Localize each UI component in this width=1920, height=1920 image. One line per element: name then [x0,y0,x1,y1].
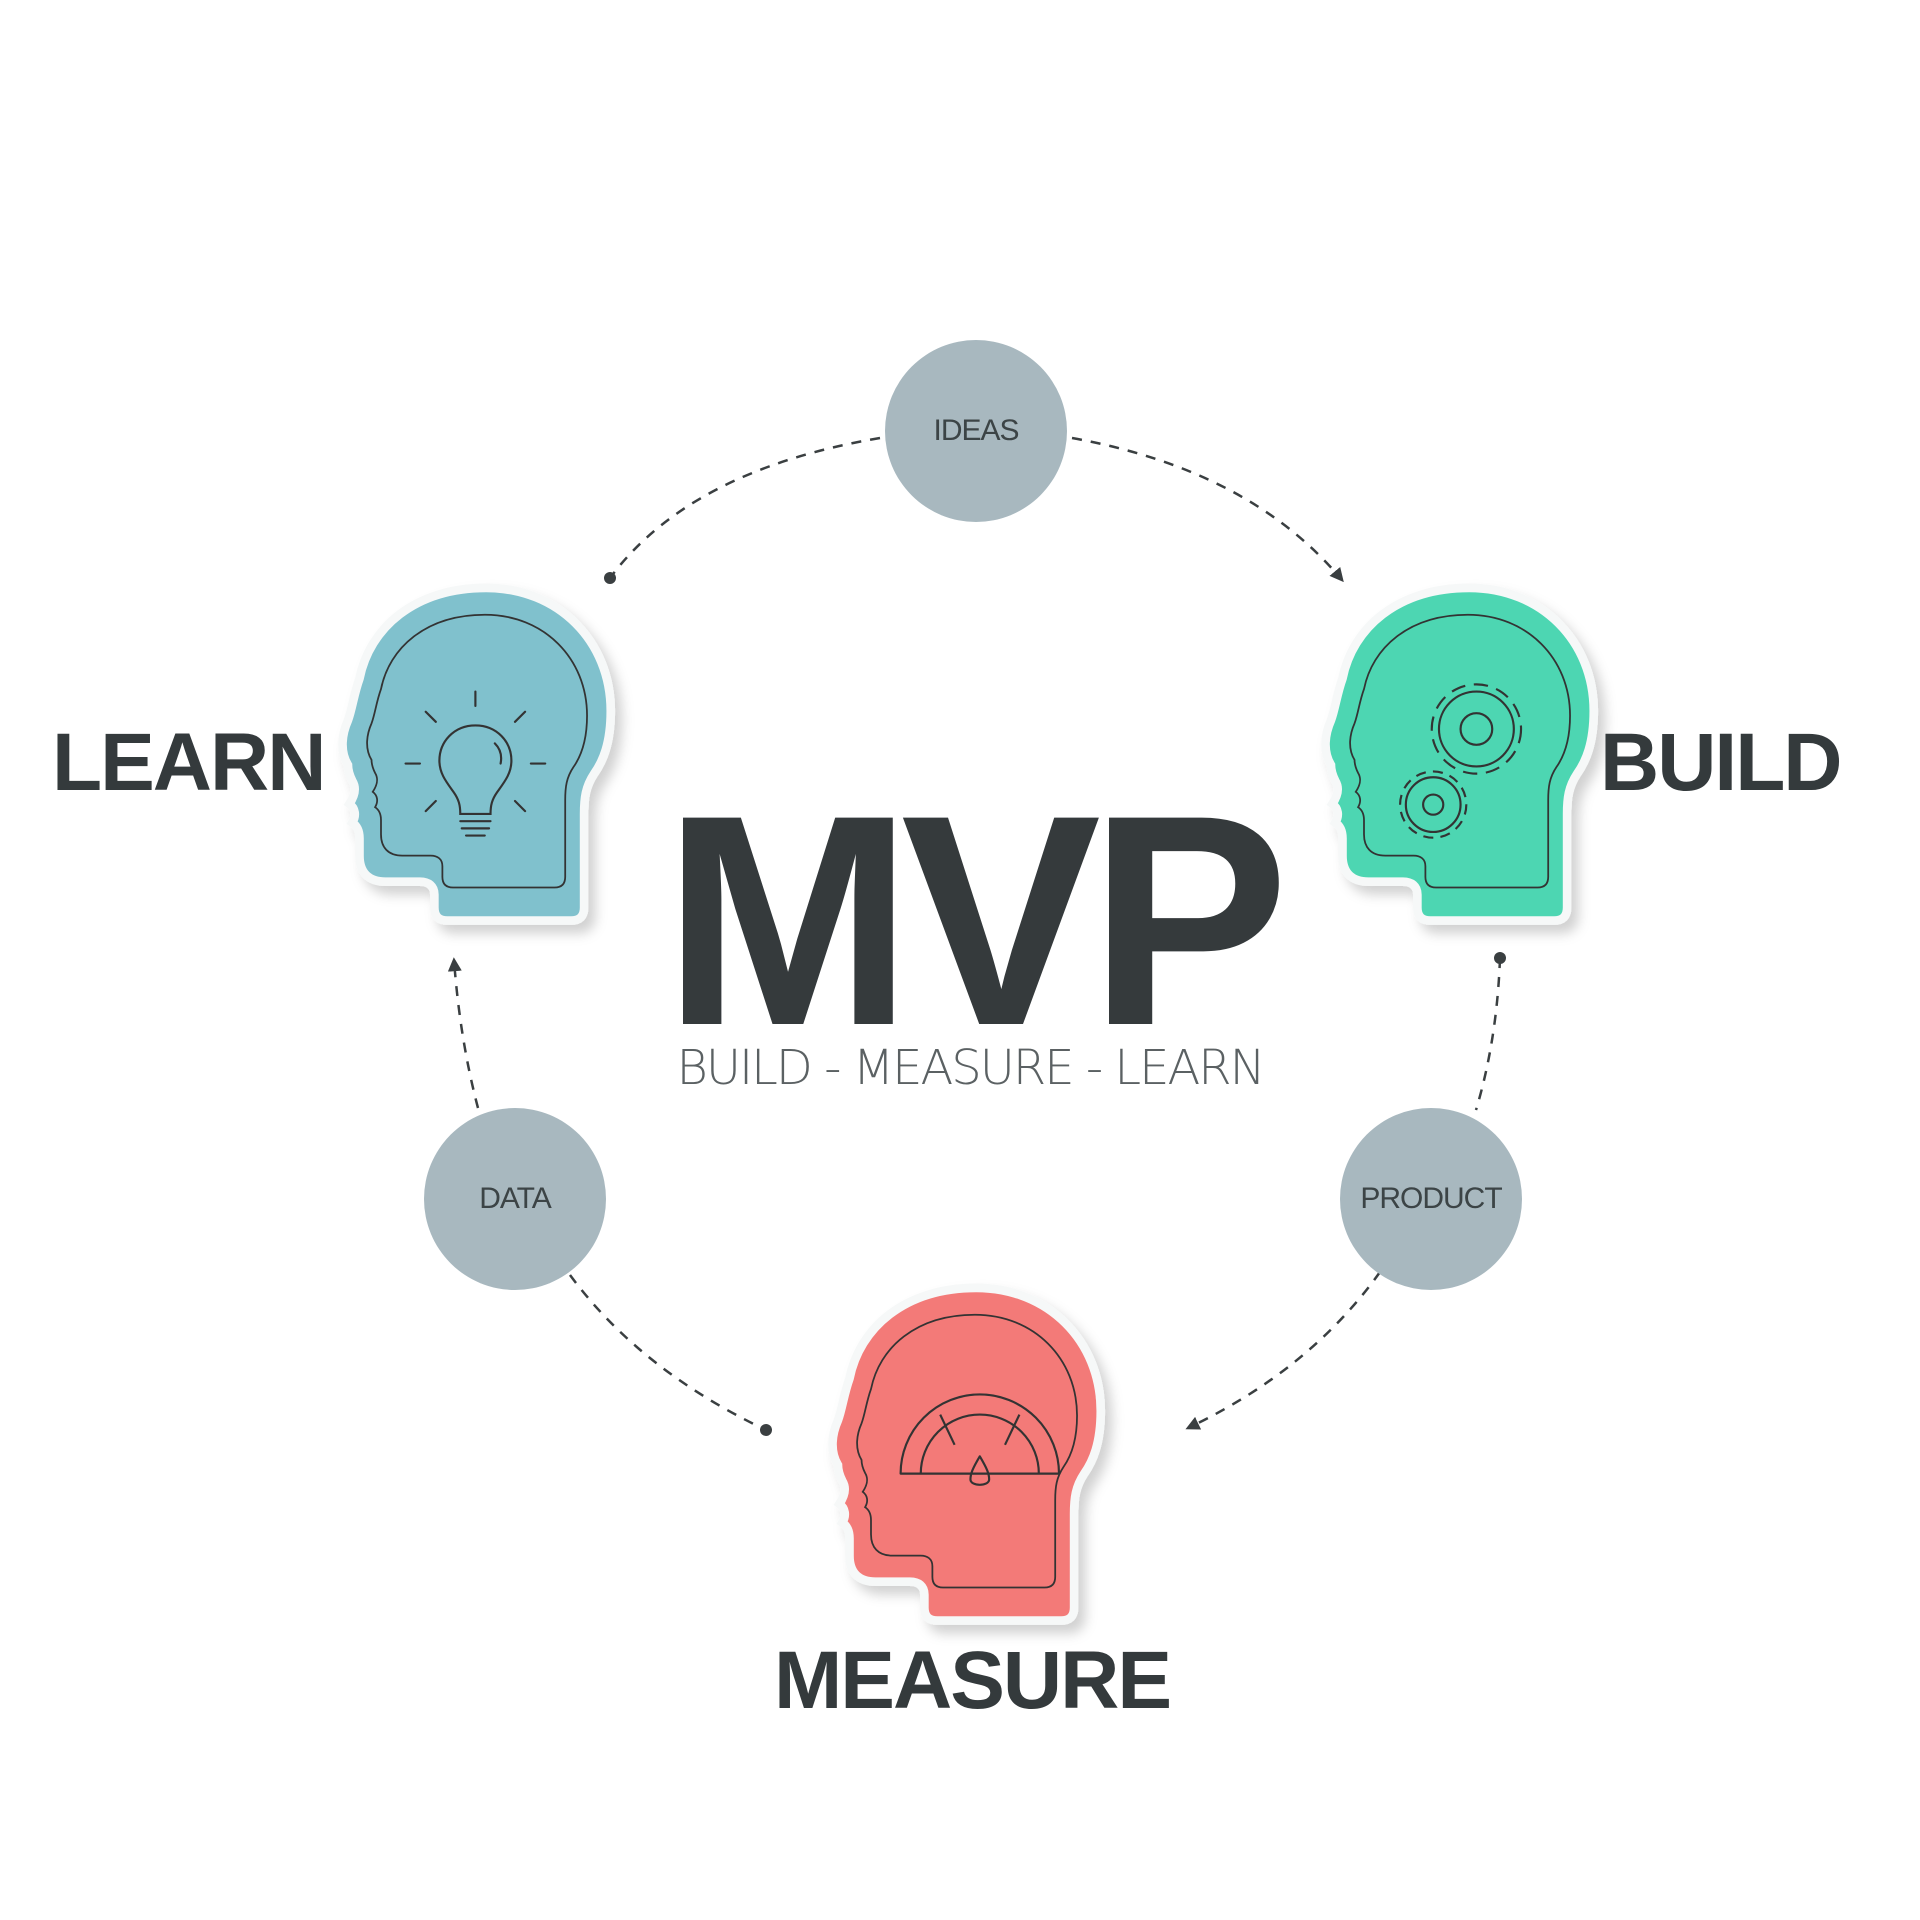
build-head [1326,588,1594,921]
arrow-start-dot [1494,952,1506,964]
learn-head [343,588,611,921]
arrow-start-dot [760,1424,772,1436]
measure-label: MEASURE [774,1635,1172,1726]
ideas-bubble: IDEAS [885,340,1067,522]
arrow-data-to-measure [568,1274,767,1432]
data-bubble: DATA [424,1108,606,1290]
gauge-icon [899,1393,1061,1486]
arrow-ideas-to-build [1071,436,1344,583]
ideas-label: IDEAS [933,414,1019,447]
mvp-title: MVP [662,752,1289,1088]
product-label: PRODUCT [1360,1182,1502,1215]
learn-label: LEARN [52,717,326,808]
arrow-product-to-measure [1185,1271,1382,1430]
lightbulb-icon [404,690,547,837]
arrow-build-to-product [1474,957,1502,1111]
build-label: BUILD [1600,717,1843,808]
product-bubble: PRODUCT [1340,1108,1522,1290]
measure-head [833,1288,1101,1621]
arrow-start-dot [604,572,616,584]
gears-icon [1398,683,1523,839]
data-label: DATA [479,1182,552,1215]
mvp-subtitle: BUILD - MEASURE - LEARN [676,1040,1265,1096]
